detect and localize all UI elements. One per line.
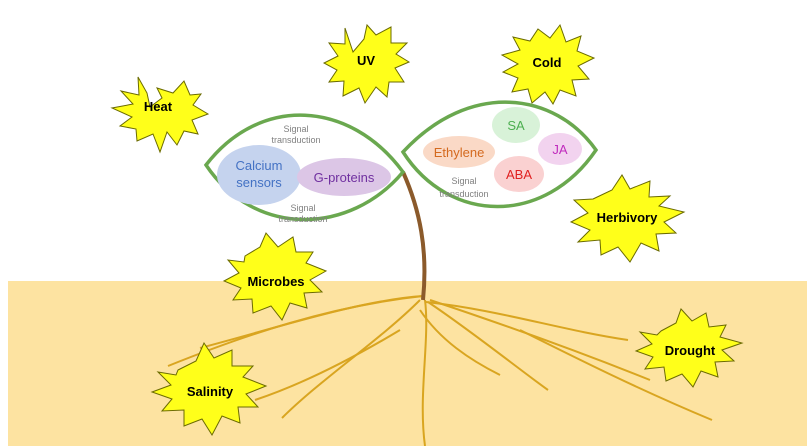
burst-shape	[112, 77, 208, 152]
g-proteins-label: G-proteins	[314, 170, 375, 185]
ja-label: JA	[552, 142, 568, 157]
heat-label: Heat	[144, 99, 173, 114]
herbivory-label: Herbivory	[597, 210, 658, 225]
right-signal-line1: Signal	[451, 176, 476, 186]
sa-label: SA	[507, 118, 525, 133]
salinity-label: Salinity	[187, 384, 234, 399]
herbivory-burst: Herbivory	[571, 175, 684, 262]
uv-burst: UV	[324, 25, 409, 103]
heat-burst: Heat	[112, 77, 208, 152]
left-signal-top-line2: transduction	[271, 135, 320, 145]
cold-burst: Cold	[502, 25, 594, 104]
left-signal-top-line1: Signal	[283, 124, 308, 134]
calcium-sensors-line2: sensors	[236, 175, 282, 190]
microbes-label: Microbes	[247, 274, 304, 289]
right-signal-line2: transduction	[439, 189, 488, 199]
drought-label: Drought	[665, 343, 716, 358]
uv-label: UV	[357, 53, 375, 68]
calcium-sensors-line1: Calcium	[236, 158, 283, 173]
aba-label: ABA	[506, 167, 532, 182]
left-signal-bottom-line2: transduction	[278, 214, 327, 224]
ethylene-label: Ethylene	[434, 145, 485, 160]
left-signal-bottom-line1: Signal	[290, 203, 315, 213]
cold-label: Cold	[533, 55, 562, 70]
plant-stem	[403, 172, 424, 300]
